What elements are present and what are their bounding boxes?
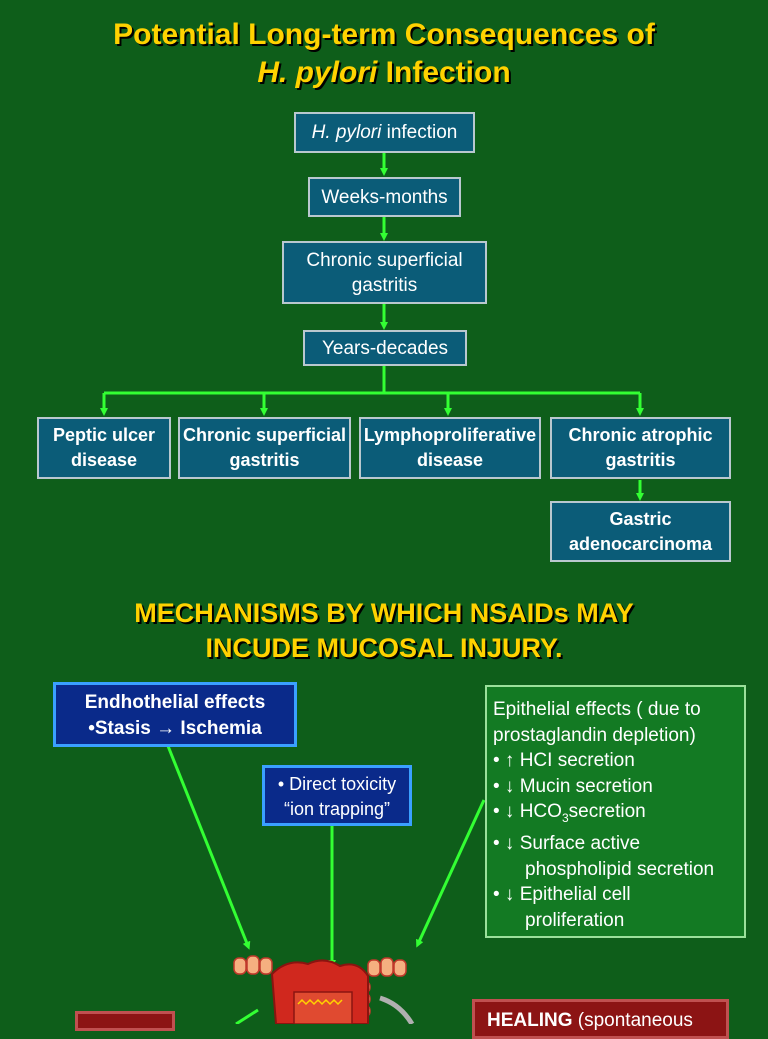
outcome-label-3a: Lymphoproliferative xyxy=(363,425,537,445)
chronic-superficial-line-1: Chronic superficial xyxy=(306,249,463,271)
endothelial-title: Endhothelial effects xyxy=(84,692,266,713)
epithelial-line-1: Epithelial effects ( due to xyxy=(493,699,701,720)
box-hpylori-infection: H. pylori infection xyxy=(294,112,475,153)
epithelial-item-1: • ↑ HCI secretion xyxy=(493,750,635,771)
epithelial-item-5: • ↓ Epithelial cell xyxy=(493,884,631,906)
red-box-left xyxy=(75,1011,175,1031)
direct-line-1: • Direct toxicity xyxy=(277,774,397,794)
hco-secretion-text: secretion xyxy=(568,801,646,822)
outcome-label-4a: Chronic atrophic xyxy=(568,425,713,445)
hco-text: • ↓ HCO xyxy=(493,801,562,822)
arrow-epithelial xyxy=(416,799,486,948)
outcome-label-1b: disease xyxy=(70,450,138,470)
title-italic: H. pylori xyxy=(257,56,378,89)
title-line-1: Potential Long-term Consequences of xyxy=(113,18,655,51)
mechanisms-heading: MECHANISMS BY WHICH NSAIDs MAY INCUDE MU… xyxy=(0,596,768,666)
right-arrow-icon: → xyxy=(156,718,176,739)
gastric-line-1: Gastric xyxy=(609,508,672,529)
epithelial-item-2: • ↓ Mucin secretion xyxy=(493,775,653,797)
outcome-label-4b: gastritis xyxy=(605,450,676,470)
healing-bold: HEALING xyxy=(487,1010,573,1031)
outcome-label-2a: Chronic superficial xyxy=(182,425,347,445)
title-rest: Infection xyxy=(377,56,511,89)
chronic-superficial-line-2: gastritis xyxy=(351,274,418,296)
mechanisms-heading-line-1: MECHANISMS BY WHICH NSAIDs MAY xyxy=(134,598,634,628)
infection-rest: infection xyxy=(381,122,458,143)
direct-toxicity-box: • Direct toxicity “ion trapping” xyxy=(262,765,412,826)
box-gastric-adenocarcinoma: Gastric adenocarcinoma xyxy=(550,501,731,562)
healing-box: HEALING (spontaneous xyxy=(472,999,729,1039)
page-title: Potential Long-term Consequences of H. p… xyxy=(0,16,768,92)
title-line-2: H. pylori Infection xyxy=(0,54,768,92)
mucosa-illustration xyxy=(233,955,407,1024)
weeks-label: Weeks-months xyxy=(321,186,448,208)
box-weeks-months: Weeks-months xyxy=(308,177,461,217)
epithelial-item-4: • ↓ Surface active xyxy=(493,833,641,855)
epithelial-effects-box: Epithelial effects ( due to prostaglandi… xyxy=(485,685,746,938)
years-label: Years-decades xyxy=(321,337,449,359)
stasis-text: •Stasis xyxy=(88,718,157,739)
box-peptic-ulcer: Peptic ulcer disease xyxy=(37,417,171,479)
mechanisms-heading-line-2: INCUDE MUCOSAL INJURY. xyxy=(205,633,563,663)
outcome-label-1a: Peptic ulcer xyxy=(52,425,156,445)
gray-curve xyxy=(379,995,415,1024)
endothelial-item: •Stasis → Ischemia xyxy=(56,716,294,742)
gastric-line-2: adenocarcinoma xyxy=(568,533,713,554)
outcome-label-3b: disease xyxy=(416,450,484,470)
endothelial-effects-box: Endhothelial effects •Stasis → Ischemia xyxy=(53,682,297,747)
infection-italic: H. pylori xyxy=(311,122,382,143)
direct-line-2: “ion trapping” xyxy=(283,799,391,819)
epithelial-item-4-cont: phospholipid secretion xyxy=(525,858,715,880)
epithelial-item-3: • ↓ HCO3secretion xyxy=(493,799,738,831)
box-chronic-superficial-outcome: Chronic superficial gastritis xyxy=(178,417,351,479)
arrow-endothelial xyxy=(166,745,251,950)
line-left-bottom xyxy=(235,1008,259,1024)
hco-subscript: 3 xyxy=(561,810,569,825)
box-chronic-atrophic: Chronic atrophic gastritis xyxy=(550,417,731,479)
box-years-decades: Years-decades xyxy=(303,330,467,366)
ischemia-text: Ischemia xyxy=(175,718,262,739)
outcome-label-2b: gastritis xyxy=(229,450,300,470)
healing-rest: (spontaneous xyxy=(572,1010,693,1031)
box-lymphoproliferative: Lymphoproliferative disease xyxy=(359,417,541,479)
epithelial-line-2: prostaglandin depletion) xyxy=(493,724,696,746)
box-chronic-superficial-gastritis: Chronic superficial gastritis xyxy=(282,241,487,304)
epithelial-item-5-cont: proliferation xyxy=(525,909,625,931)
